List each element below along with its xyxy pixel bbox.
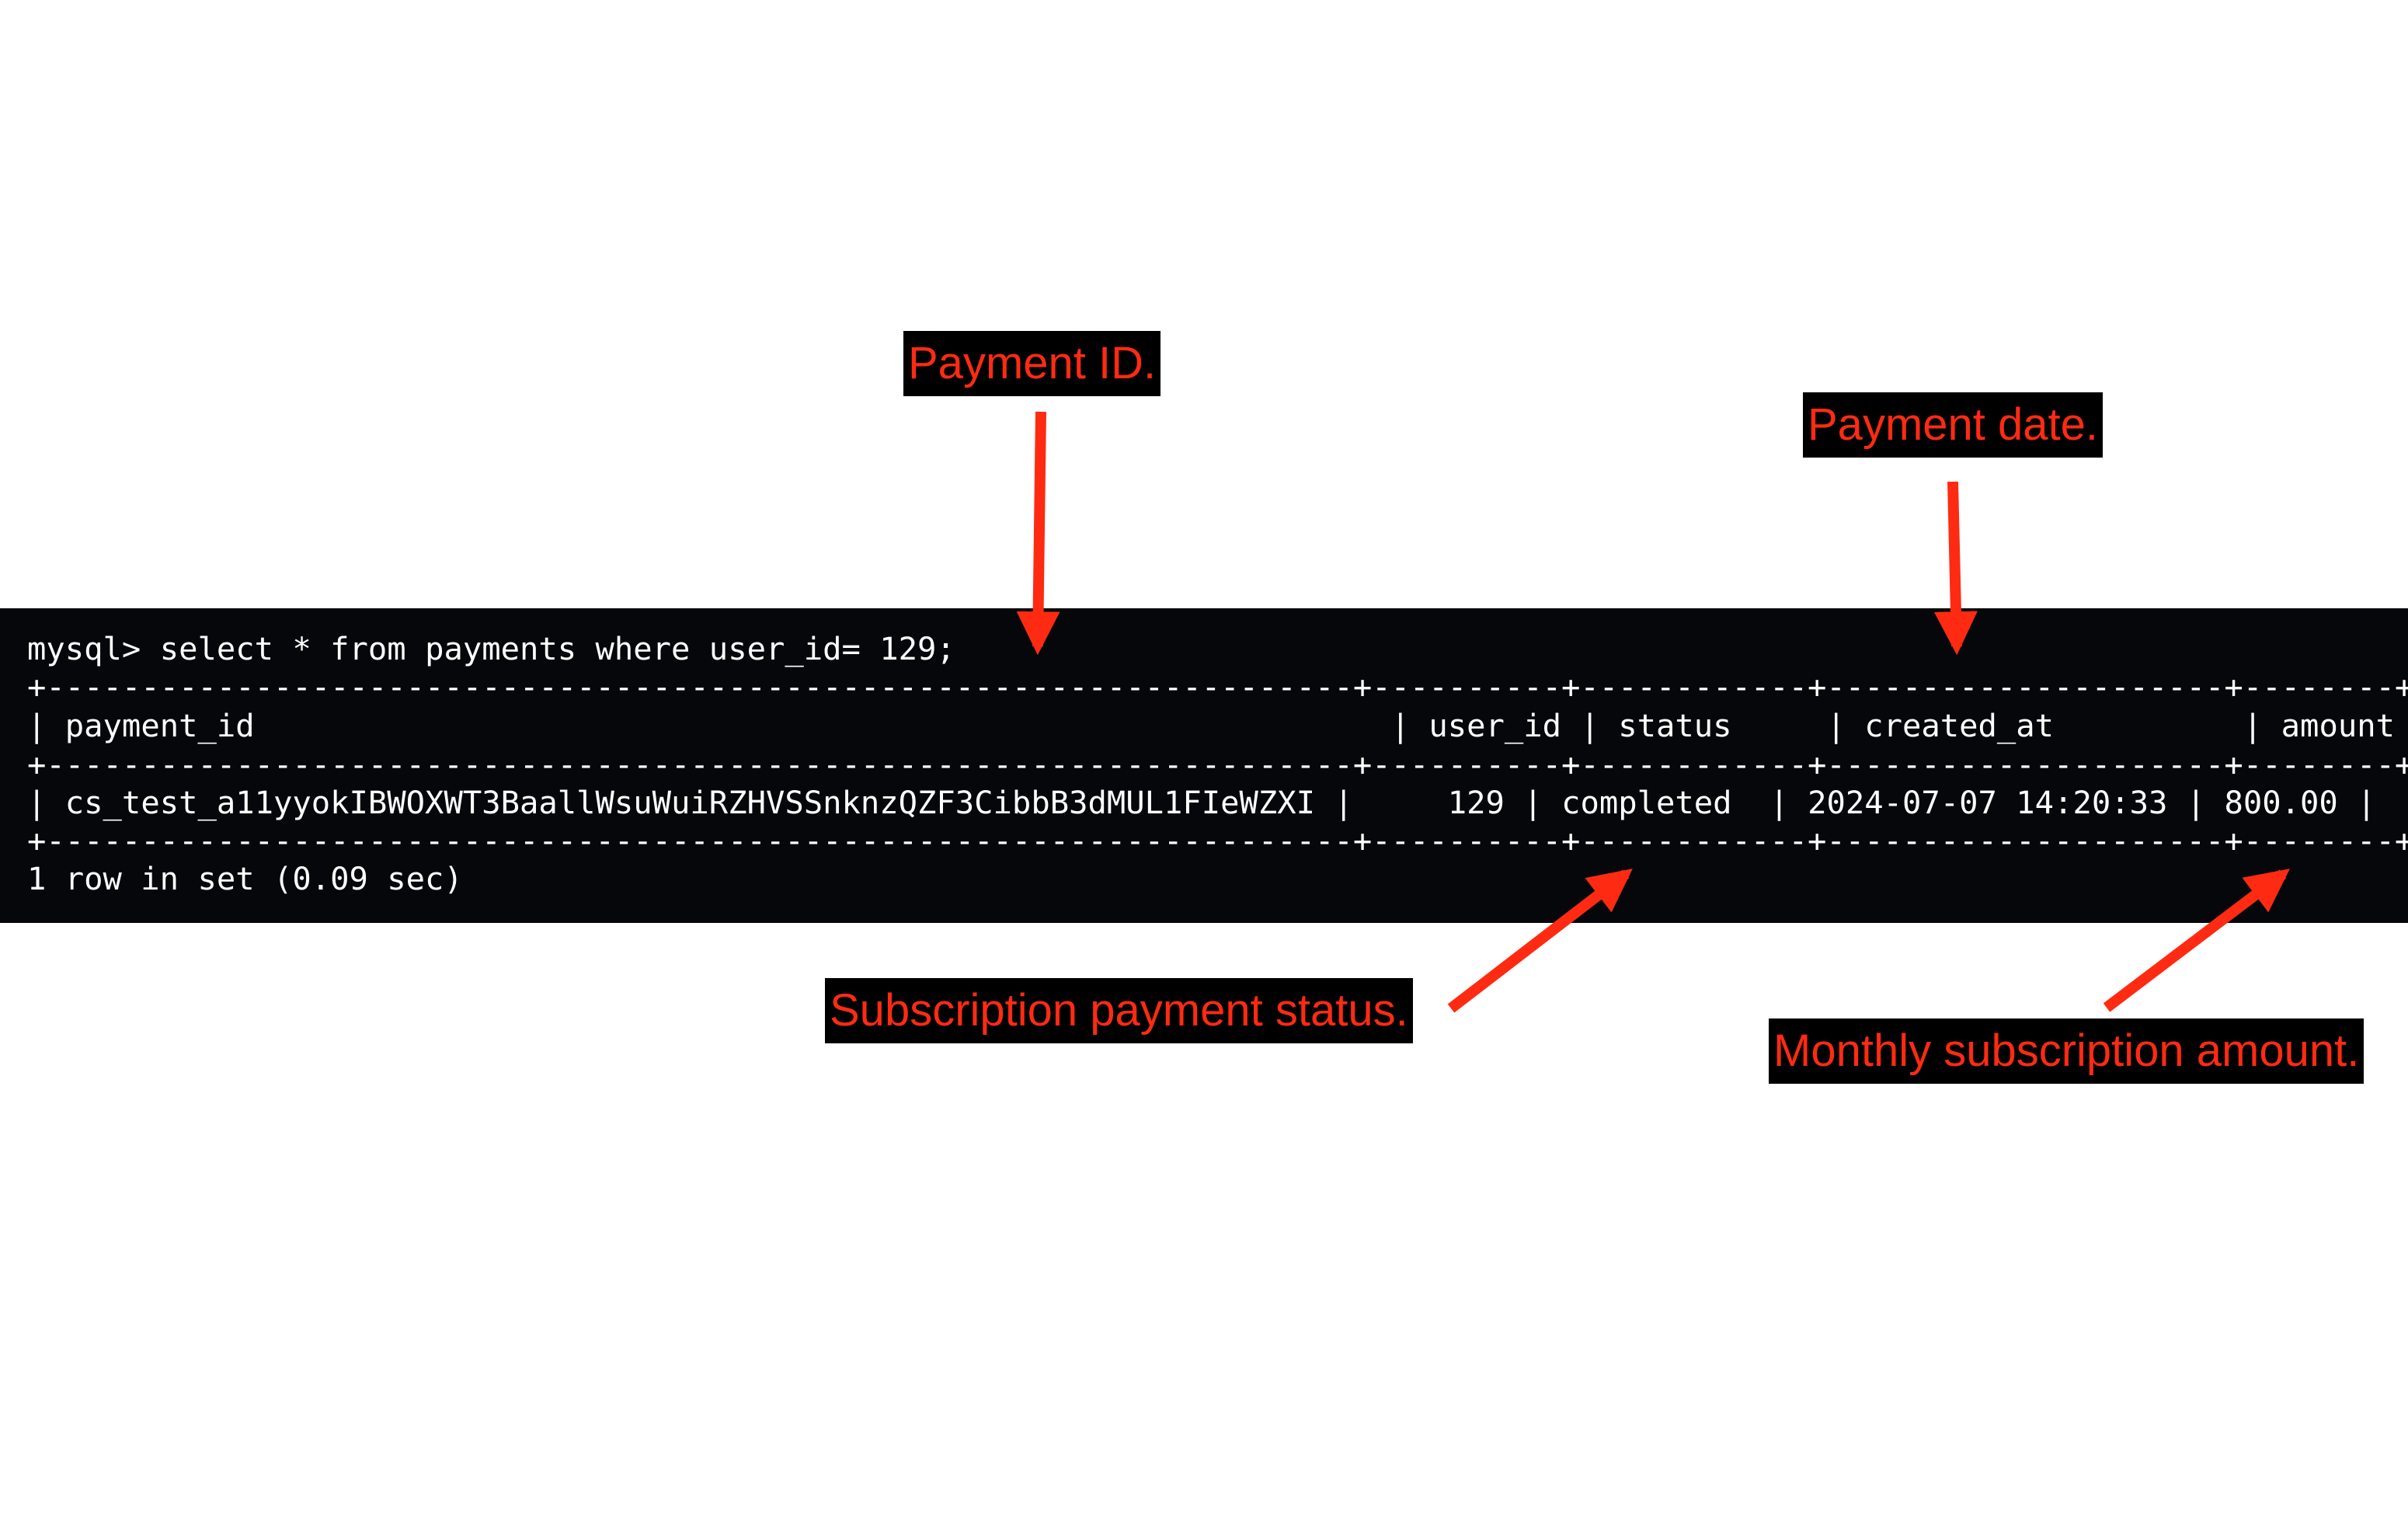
query-text: select * from payments where user_id= 12… (159, 630, 955, 667)
payment-date-annotation: Payment date. (1803, 392, 2103, 458)
column-header-created-at: created_at (1864, 707, 2055, 744)
table-border-top: +---------------------------------------… (27, 668, 2408, 705)
cell-amount: 800.00 (2224, 784, 2338, 821)
column-header-user-id: user_id (1428, 707, 1562, 744)
result-footer: 1 row in set (0.09 sec) (27, 860, 463, 897)
query-line: mysql> select * from payments where user… (27, 629, 955, 668)
payment-id-annotation: Payment ID. (903, 331, 1161, 396)
table-header-row: | payment_id | user_id | status | create… (27, 707, 2395, 744)
cell-created-at: 2024-07-07 14:20:33 (1808, 784, 2168, 821)
column-header-status: status (1618, 707, 1732, 744)
table-border-middle: +---------------------------------------… (27, 746, 2408, 783)
amount-annotation: Monthly subscription amount. (1769, 1018, 2365, 1084)
table-row: | cs_test_a11yyokIBWOXWT3BaallWsuWuiRZHV… (27, 784, 2376, 821)
column-header-payment-id: payment_id (64, 707, 255, 744)
cell-user-id: 129 (1447, 784, 1505, 821)
table-border-bottom: +---------------------------------------… (27, 822, 2408, 859)
cell-status: completed (1561, 784, 1732, 821)
cell-payment-id: cs_test_a11yyokIBWOXWT3BaallWsuWuiRZHVSS… (64, 784, 1316, 821)
column-header-amount: amount (2281, 707, 2395, 744)
terminal-window: mysql> select * from payments where user… (0, 608, 2408, 923)
status-annotation: Subscription payment status. (825, 978, 1413, 1043)
mysql-prompt: mysql> (27, 630, 141, 667)
